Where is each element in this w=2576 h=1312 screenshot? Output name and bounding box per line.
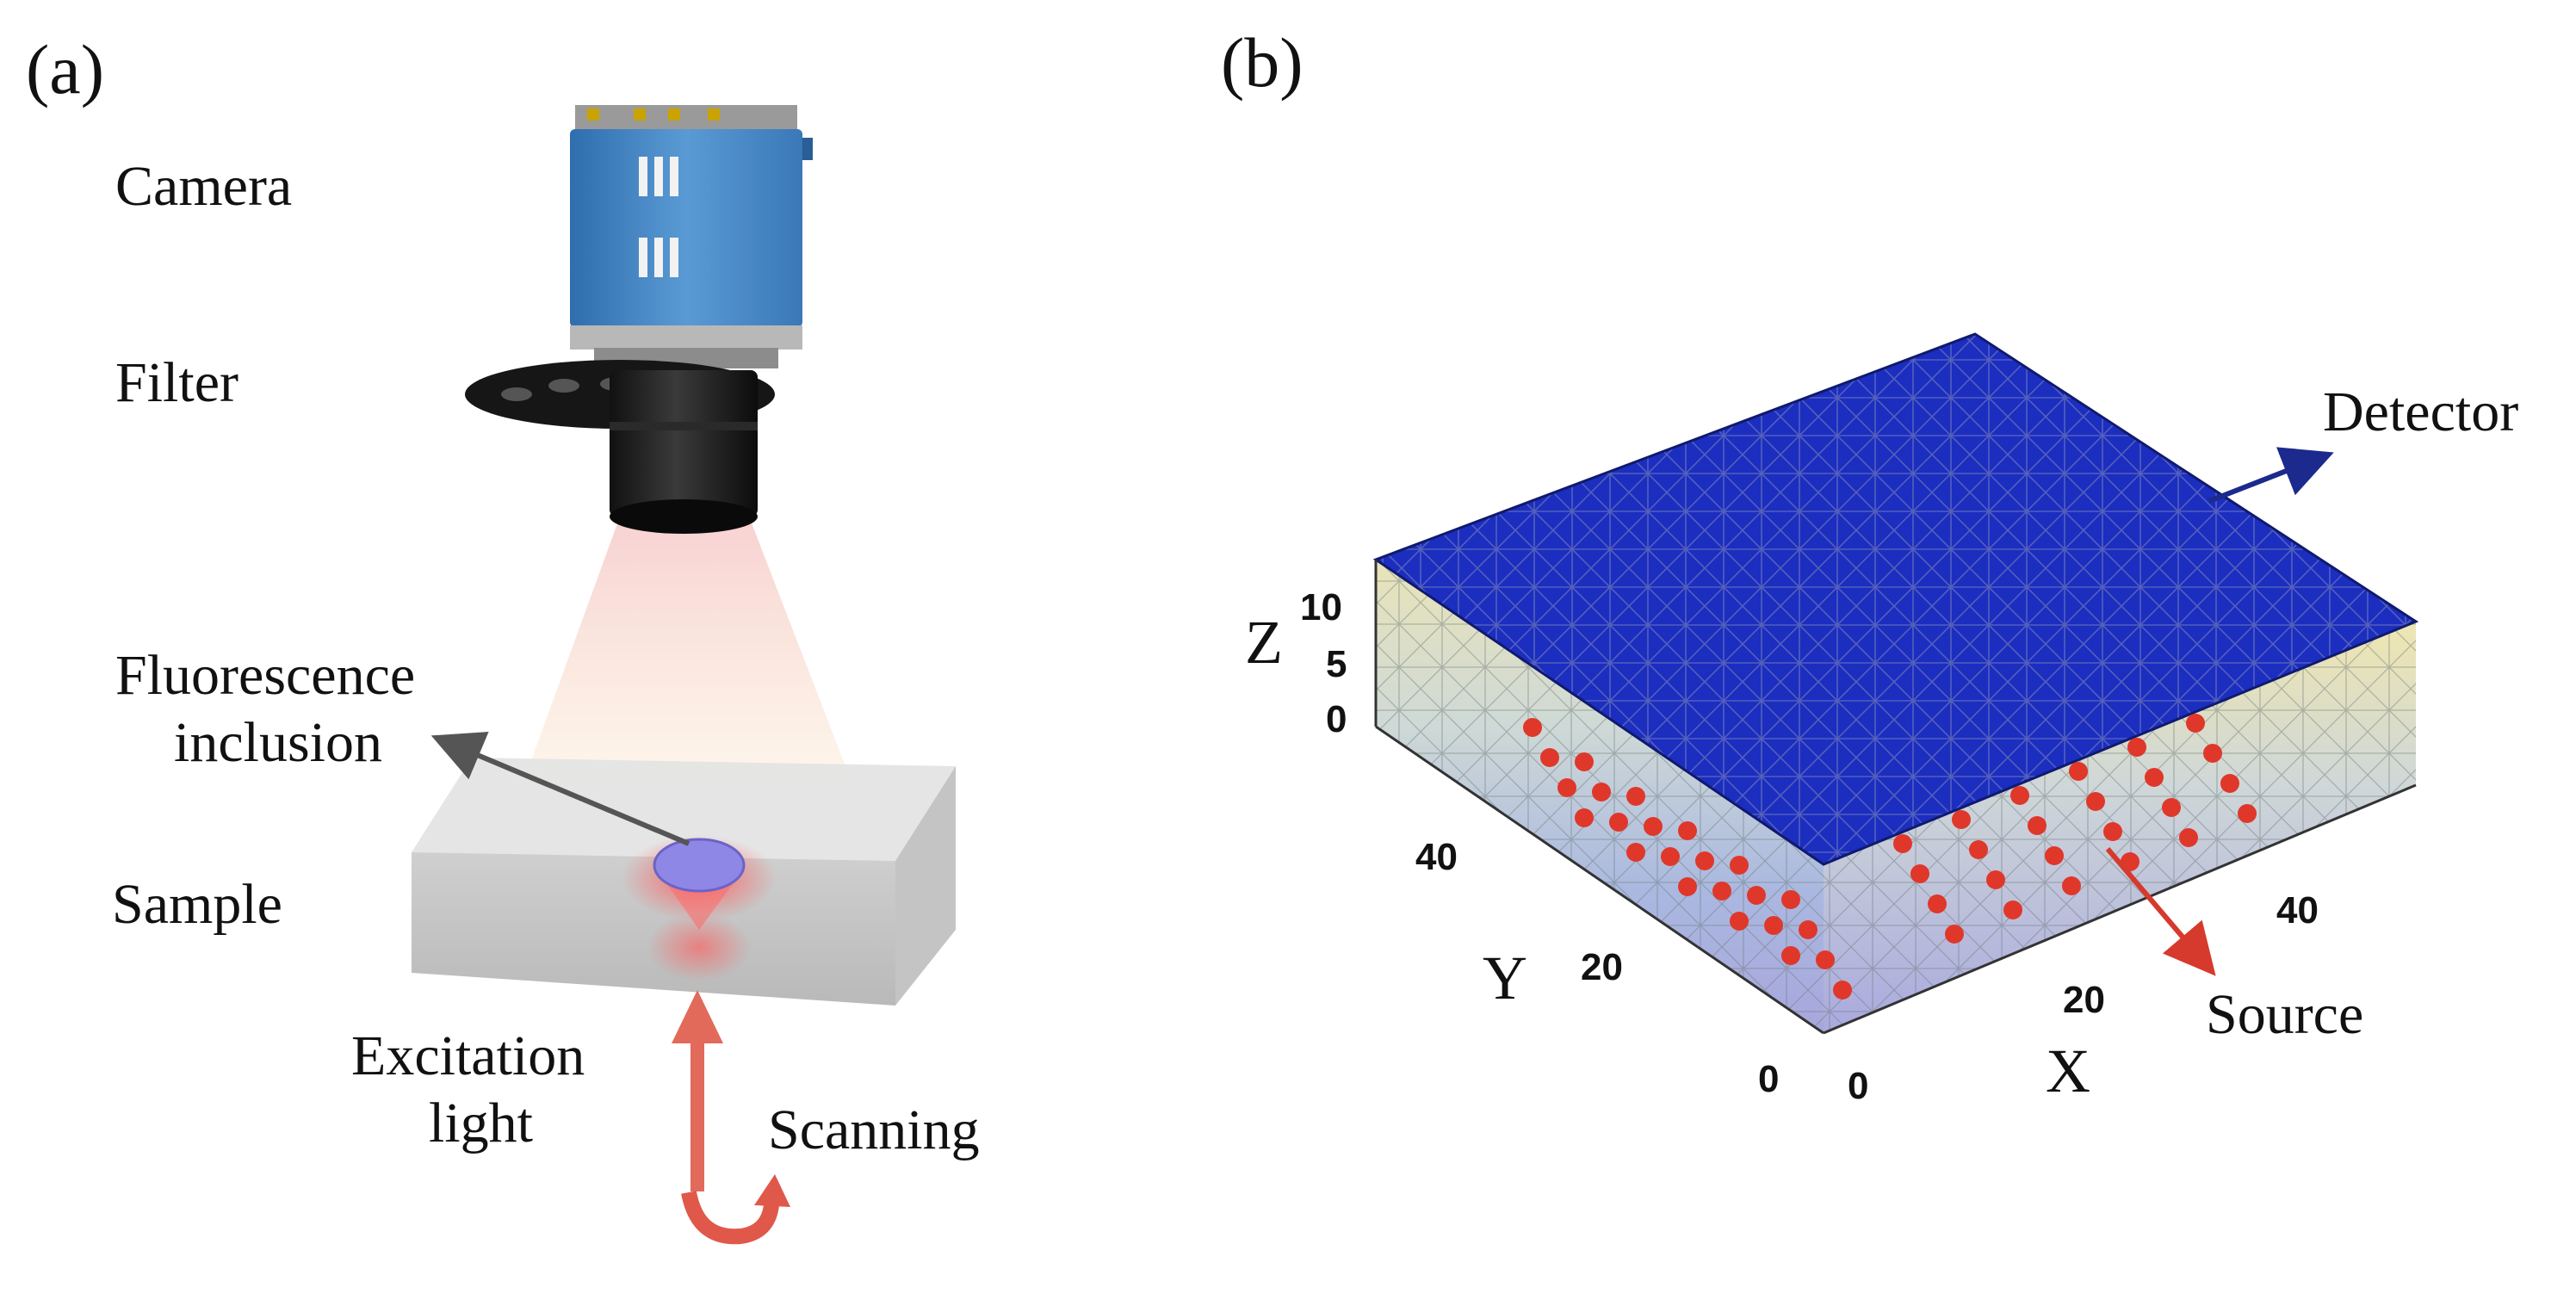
source-dot [2162,798,2181,817]
inclusion-label: inclusion [174,711,382,774]
z-axis-label: Z [1245,608,1283,677]
source-dot [2203,744,2222,763]
x-tick-20: 20 [2063,979,2105,1021]
source-dot [1678,877,1697,896]
source-dot [1781,890,1800,909]
source-dot [1910,864,1929,883]
y-axis-label: Y [1483,944,1527,1012]
y-tick-0: 0 [1758,1058,1779,1100]
x-tick-40: 40 [2276,889,2319,931]
source-dot [1952,810,1971,829]
source-dot [2179,828,2198,847]
detector-surface [1372,332,2419,866]
source-dot [2238,804,2257,823]
axes [1374,560,2417,1035]
sample-label: Sample [112,873,282,936]
y-tick-20: 20 [1581,946,1623,988]
panel-a: (a) [26,30,980,1245]
inclusion-pointer-arrow [430,731,690,846]
source-dot [1730,856,1749,875]
source-dot [2186,714,2205,733]
source-dot [1695,851,1714,870]
source-dot [2045,846,2064,865]
lens [610,370,758,534]
source-dot [1816,950,1835,969]
source-dot [1626,843,1645,862]
z-tick-10: 10 [1300,586,1342,628]
detector-arrow [2208,447,2334,504]
source-dot [1747,886,1766,905]
source-dot [2010,786,2029,805]
x-axis-label: X [2046,1037,2090,1105]
camera-illustration [570,105,813,368]
source-dot [2220,774,2239,793]
source-dots [1523,714,2257,999]
source-dot [1893,834,1912,853]
source-dot [1945,925,1964,944]
panel-b: (b) 10 5 0 Z 40 20 0 Y 0 20 40 X [1221,23,2518,1107]
source-arrow [2105,847,2216,976]
z-tick-0: 0 [1326,698,1347,740]
source-dot [2127,738,2146,757]
source-dot [1575,752,1594,771]
scanning-label: Scanning [768,1098,980,1161]
detector-label: Detector [2323,381,2518,443]
camera-label: Camera [115,155,292,218]
source-dot [1799,920,1817,939]
source-dot [1764,916,1783,935]
source-dot [1626,787,1645,806]
scanning-arrow [681,1174,790,1245]
source-dot [1644,817,1663,836]
source-dot [2069,762,2088,781]
source-dot [1661,847,1680,866]
source-dot [1986,870,2005,889]
source-dot [1678,821,1697,840]
source-dot [1969,840,1988,859]
source-dot [1712,882,1731,900]
source-dot [2086,792,2105,811]
excitation-arrow [672,990,723,1191]
x-tick-0: 0 [1848,1065,1868,1107]
panel-b-label: (b) [1221,23,1303,102]
source-dot [2003,900,2022,919]
source-dot [1928,894,1947,913]
y-tick-40: 40 [1415,836,1458,878]
source-dot [2103,822,2122,841]
source-dot [1833,981,1852,999]
source-dot [1540,748,1559,767]
z-tick-5: 5 [1326,643,1347,685]
source-dot [1523,718,1542,737]
source-dot [2145,768,2164,787]
source-dot [1609,813,1628,832]
source-label: Source [2206,983,2363,1046]
source-dot [2062,876,2081,895]
source-dot [1592,783,1611,801]
fluorescence-label: Fluorescence [115,644,415,707]
excitation-label: Excitation [351,1024,585,1087]
source-dot [1781,946,1800,965]
source-dot [1730,912,1749,931]
source-dot [1557,778,1576,797]
fluorescence-inclusion [653,838,746,893]
panel-a-label: (a) [26,30,104,108]
light-label: light [429,1092,533,1154]
filter-label: Filter [115,351,238,414]
source-dot [1575,808,1594,827]
source-dot [2028,816,2047,835]
